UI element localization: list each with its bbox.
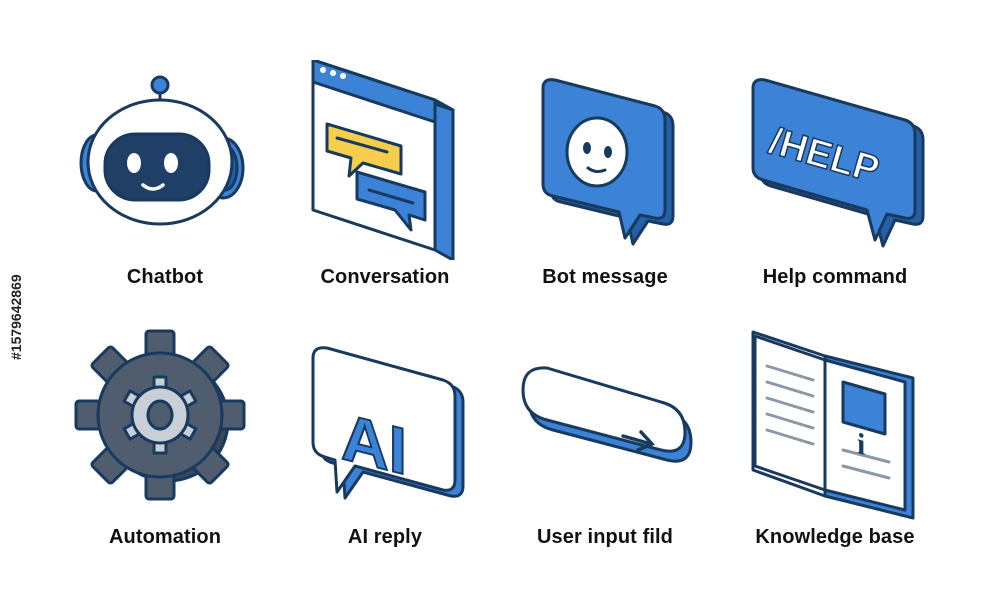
ai-reply-text: AI [341, 399, 407, 489]
icon-label: AI reply [347, 526, 423, 548]
icon-label: Help command [762, 266, 908, 288]
icon-card-user-input: User input fild [495, 320, 715, 600]
icon-label: Chatbot [126, 266, 204, 288]
icon-card-chatbot: Chatbot [55, 60, 275, 340]
icon-card-automation: Automation [55, 320, 275, 600]
arrow-right-icon [621, 430, 655, 452]
stock-id-text: #1579642869 [8, 274, 24, 360]
icon-label: Knowledge base [755, 526, 915, 548]
icon-label: Bot message [542, 266, 668, 288]
input-field-arrow-icon [495, 320, 715, 520]
info-glyph: i [857, 426, 866, 462]
icon-label: Conversation [320, 266, 450, 288]
icon-card-help-command: /HELP Help command [725, 60, 945, 340]
icon-card-knowledge-base: i Knowledge base [725, 320, 945, 600]
icon-label: User input fild [537, 526, 673, 548]
icon-card-bot-message: Bot message [495, 60, 715, 340]
open-book-info-icon: i [725, 320, 945, 520]
bot-speech-bubble-icon [495, 60, 715, 260]
chat-window-icon [275, 60, 495, 260]
icon-label: Automation [108, 526, 222, 548]
icon-card-ai-reply: AI AI reply [275, 320, 495, 600]
gear-icon [55, 320, 275, 520]
ai-speech-bubble-icon: AI [275, 320, 495, 520]
help-command-bubble-icon: /HELP [725, 60, 945, 260]
robot-head-icon [55, 60, 275, 260]
icon-card-conversation: Conversation [275, 60, 495, 340]
